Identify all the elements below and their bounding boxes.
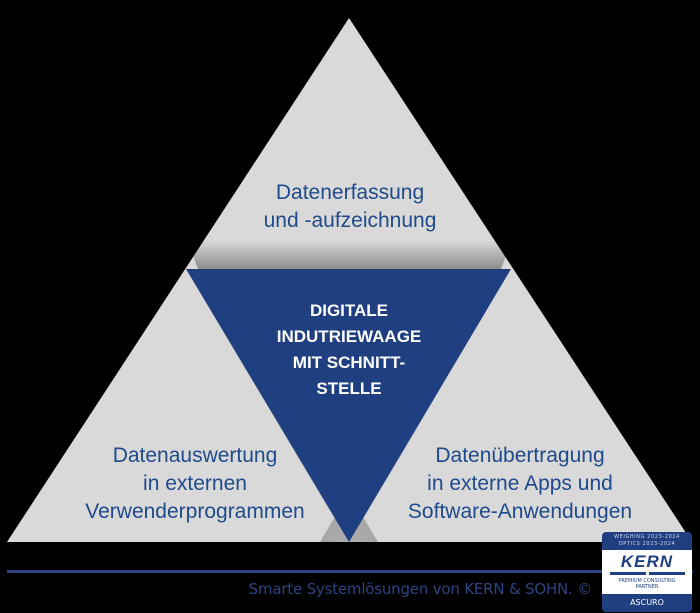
label-line: Datenerfassung [275,181,425,204]
badge-header: WEIGHING 2023-2024 OPTICS 2023-2024 [602,532,692,550]
badge-line: PREMIUM CONSULTING [618,578,676,584]
label-line: in externe Apps und [427,472,613,495]
footer-divider [7,570,693,573]
kern-partner-badge: WEIGHING 2023-2024 OPTICS 2023-2024 KERN… [602,532,692,612]
badge-line: PARTNER [635,584,659,590]
label-line: DIGITALE [309,301,389,320]
triangle-diagram: Datenerfassung und -aufzeichnung DIGITAL… [7,18,692,542]
badge-body: KERN PREMIUM CONSULTING PARTNER [602,550,692,594]
label-line: MIT SCHNITT- [292,353,406,372]
kern-logo: KERN [620,552,674,571]
badge-line: WEIGHING 2023-2024 [614,534,680,540]
label-line: INDUTRIEWAAGE [276,327,422,346]
footer-caption: Smarte Systemlösungen von KERN & SOHN. © [248,580,593,598]
badge-line: OPTICS 2023-2024 [618,541,676,547]
label-line: Verwenderprogrammen [85,500,305,523]
label-line: STELLE [316,379,382,398]
top-segment-label: Datenerfassung und -aufzeichnung [200,179,500,235]
center-segment-label: DIGITALE INDUTRIEWAAGE MIT SCHNITT- STEL… [249,298,449,402]
label-line: in externen [143,472,247,495]
left-segment-label: Datenauswertung in externen Verwenderpro… [50,442,340,526]
label-line: Datenübertragung [435,444,605,467]
label-line: Software-Anwendungen [407,500,633,523]
inner-triangle [186,269,511,542]
label-line: Datenauswertung [112,444,278,467]
triangle-graphic [7,18,692,542]
logo-bars-icon [602,572,692,575]
badge-subtitle: PREMIUM CONSULTING PARTNER [602,578,692,590]
right-segment-label: Datenübertragung in externe Apps und Sof… [370,442,670,526]
label-line: und -aufzeichnung [263,209,437,232]
badge-footer: ASCURO [630,598,664,607]
